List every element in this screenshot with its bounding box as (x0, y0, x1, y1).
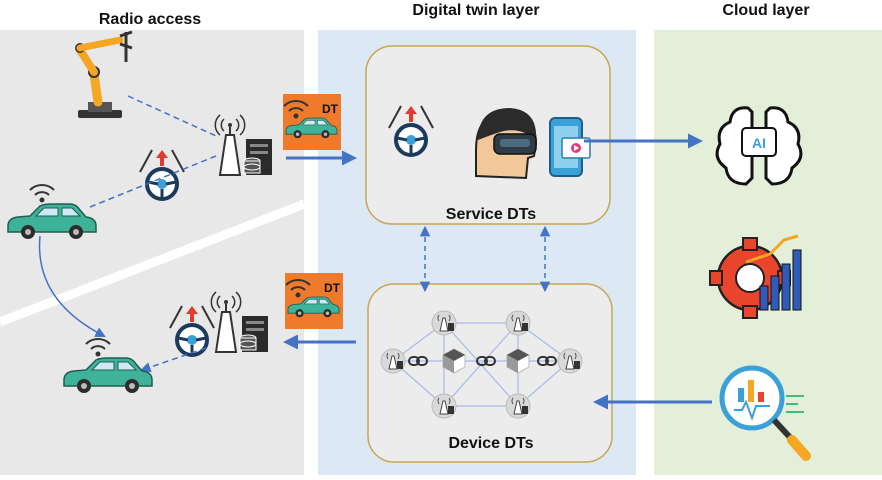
smartphone-video-icon (549, 117, 591, 177)
downlink-to-car (140, 347, 207, 373)
column-title-cloud: Cloud layer (722, 2, 809, 19)
device-dt-network (380, 310, 583, 419)
svg-text:DT: DT (324, 281, 341, 295)
analytics-magnifier-icon (719, 365, 811, 461)
device-dt-label: Device DTs (448, 435, 533, 452)
car-uplink (89, 155, 217, 208)
robot-arm-icon (75, 30, 133, 118)
dt-badge-top: DT (283, 94, 341, 150)
ai-brain-icon: AI (715, 106, 803, 186)
gear-chart-icon (709, 234, 802, 319)
car-movement-path (38, 235, 106, 337)
device-dt-box (367, 283, 613, 463)
svg-text:DT: DT (322, 102, 339, 116)
service-dt-label: Service DTs (446, 206, 537, 223)
svg-text:AI: AI (752, 135, 766, 151)
radio-access-background (0, 30, 304, 475)
column-title-twin: Digital twin layer (412, 2, 539, 19)
robot-uplink (127, 95, 217, 137)
vr-headset-icon (475, 108, 538, 180)
dt-badge-bottom: DT (285, 273, 343, 329)
column-title-radio: Radio access (99, 11, 201, 28)
road-divider (0, 199, 306, 327)
